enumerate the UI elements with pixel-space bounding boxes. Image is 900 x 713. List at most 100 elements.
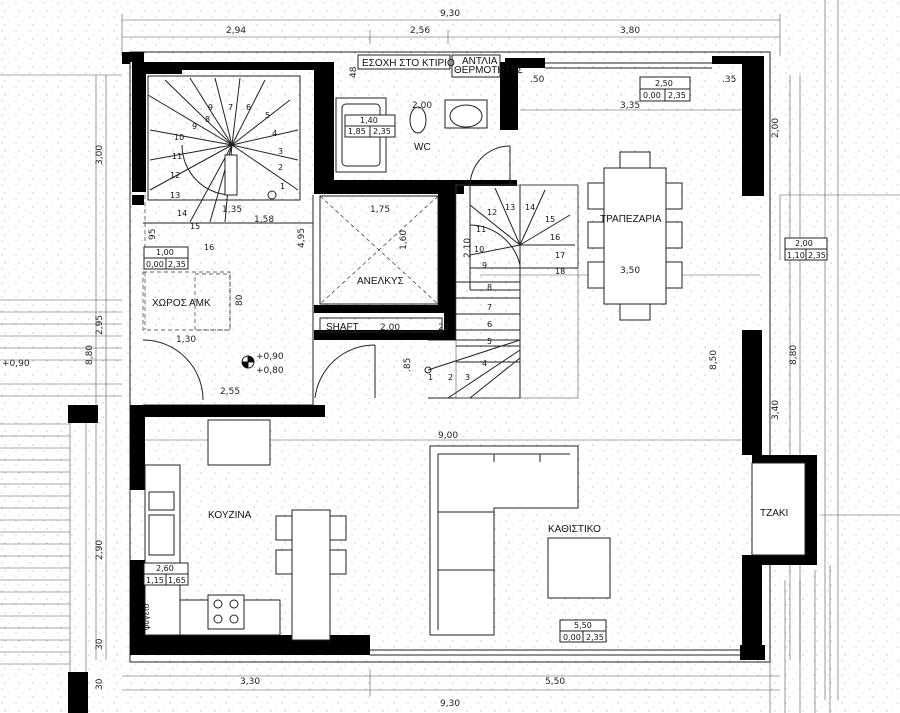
window-tags (143, 54, 828, 643)
dim-left-height: 8,80 (85, 345, 95, 365)
stair-lower-step: 16 (550, 233, 560, 242)
stair-lower-step: 6 (487, 320, 492, 329)
stair-upper-step: 14 (177, 209, 187, 218)
stair-upper-step: 10 (174, 133, 184, 142)
dim-top-stub2: .35 (722, 75, 736, 85)
dim-bottom-30: 30 (95, 678, 105, 690)
amk-zone (142, 271, 231, 331)
dim-left-small-1: 2,95 (95, 315, 105, 335)
label-heat-pump-2: ΘΕΡΜΟΤΗΤΑΣ (454, 65, 523, 76)
label-living: ΚΑΘΙΣΤΙΚΟ (548, 524, 601, 535)
tag-living-3: 2,35 (586, 633, 604, 642)
dim-stair-95: 95 (148, 229, 158, 240)
dim-top-48: 48 (349, 66, 359, 78)
dim-bottom-left: 3,30 (240, 677, 260, 687)
label-shaft: SHAFT (326, 322, 359, 333)
stair-upper-step: 8 (205, 115, 210, 124)
dim-right-wall-total: 8,50 (709, 350, 719, 370)
dim-bottom-right: 5,50 (545, 677, 565, 687)
dim-bottom-total: 9,30 (440, 699, 460, 709)
tag-living-2: 0,00 (563, 633, 581, 642)
label-fridge: ψυγείο (142, 603, 151, 630)
stair-lower-step: 12 (487, 208, 497, 217)
dim-wc-height: 4,95 (297, 228, 307, 248)
stair-lower-step: 7 (487, 303, 492, 312)
dim-stair-landing: 1,58 (254, 215, 274, 225)
tag-right-1: 2,00 (795, 239, 813, 248)
stair-upper-step: 3 (278, 147, 283, 156)
stair-lower-step: 9 (482, 261, 487, 270)
label-heat-pump-1: ΑΝΤΛΙΑ (462, 56, 498, 67)
amk-door (142, 339, 204, 401)
dim-top-total: 9,30 (440, 9, 460, 19)
dim-amk-80: 80 (235, 294, 245, 306)
stair-upper-step: 6 (246, 103, 251, 112)
label-kitchen: ΚΟΥΖΙΝΑ (208, 510, 252, 521)
living-furniture (429, 445, 611, 636)
label-tzaki: ΤΖΑΚΙ (760, 508, 788, 519)
dim-dining-cross: 3,50 (620, 266, 640, 276)
tag-kitchen-3: 1,65 (168, 576, 186, 585)
tag-top-right-2: 0,00 (643, 91, 661, 100)
stair-lower-step: 5 (487, 337, 492, 346)
tag-amk-2: 0,00 (146, 260, 164, 269)
dim-stair-210: 2,10 (463, 238, 473, 258)
stair-lower-step: 15 (545, 215, 555, 224)
tag-living-1: 5,50 (574, 621, 592, 630)
stair-upper-step: 9 (192, 122, 197, 131)
label-amk: ΧΩΡΟΣ ΑΜΚ (152, 298, 211, 309)
stair-lower-step: 14 (525, 203, 535, 212)
shaft (319, 317, 443, 333)
stair-upper-step: 13 (170, 191, 180, 200)
stair-lower: 12 13 14 15 16 17 18 11 10 9 8 7 6 5 4 3… (424, 184, 579, 399)
elevator-door (314, 344, 376, 399)
fireplace (751, 462, 806, 556)
stair-lower-step: 1 (428, 373, 433, 382)
dim-shaft-22: 22 (438, 323, 449, 333)
stair-lower-step: 10 (474, 245, 484, 254)
label-elevator: ΑΝΕΛΚΥΣ (357, 276, 404, 287)
walls (68, 52, 817, 713)
dim-wc-top: 2,00 (412, 101, 432, 111)
stair-upper-step: 12 (170, 171, 180, 180)
level-outside: +0,90 (2, 359, 30, 369)
stair-upper-step: 7 (228, 103, 233, 112)
tag-wc-win-2: 1,85 (348, 127, 366, 136)
dim-top-stub: .50 (530, 75, 545, 85)
tag-top-right-3: 2,35 (668, 91, 686, 100)
elevator (319, 195, 439, 305)
dim-dining-width: 3,35 (620, 101, 640, 111)
stair-lower-step: 17 (555, 251, 565, 260)
dim-elevator-w: 1,75 (370, 205, 390, 215)
dim-left-small-2: 3,00 (95, 145, 105, 165)
dim-stair-gap: .85 (403, 358, 413, 372)
stair-upper: 9 7 6 8 9 10 11 12 13 14 15 16 5 4 3 2 1 (147, 75, 301, 252)
stair-upper-step: 5 (265, 111, 270, 120)
stair-upper-step: 15 (190, 222, 200, 231)
tag-top-right-1: 2,50 (655, 79, 673, 88)
dim-amk-depth: 2,55 (220, 387, 240, 397)
left-terrace (0, 74, 122, 713)
tag-right-3: 2,35 (808, 251, 826, 260)
dim-amk-width: 1,30 (176, 335, 196, 345)
tag-amk-1: 1,00 (156, 248, 174, 257)
dining-table (587, 151, 683, 321)
dim-left-small-3: 2,90 (95, 540, 105, 560)
label-entrance-recess: ΕΣΟΧΗ ΣΤΟ ΚΤΙΡΙΟ (362, 58, 455, 69)
tag-wc-win-1: 1,40 (360, 116, 378, 125)
stair-lower-step: 4 (482, 359, 487, 368)
tag-right-2: 1,10 (787, 251, 805, 260)
kitchen (144, 419, 347, 641)
stair-lower-step: 8 (487, 283, 492, 292)
stair-lower-step: 18 (555, 267, 565, 276)
dim-right-small-2: 3,40 (771, 400, 781, 420)
stair-lower-step: 13 (505, 203, 515, 212)
dim-top-left: 2,94 (226, 26, 246, 36)
dim-top-mid: 2,56 (410, 26, 430, 36)
stair-upper-step: 1 (280, 182, 285, 191)
label-wc: WC (414, 142, 431, 153)
level-marker (241, 355, 255, 369)
dim-left-30: 30 (95, 638, 105, 650)
